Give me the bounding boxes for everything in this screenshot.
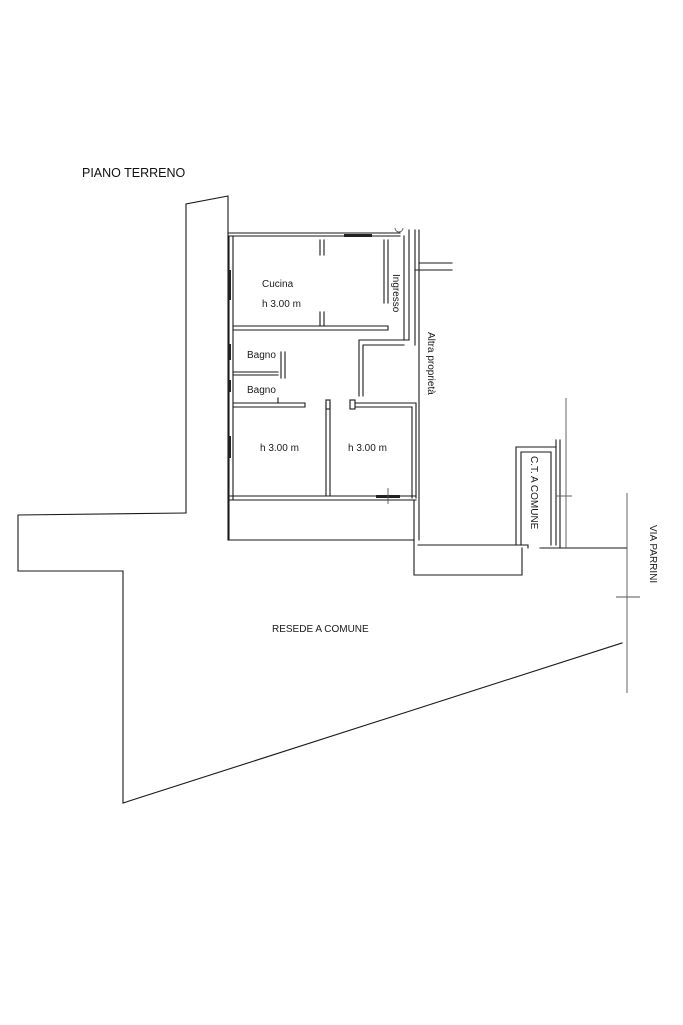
kitchen-height-label: h 3.00 m [262,299,301,310]
entrance-label: Ingresso [390,274,401,313]
street-line [616,493,640,693]
building-walls [228,229,453,541]
plan-title: PIANO TERRENO [82,166,186,180]
other-property-label: Altra proprietà [425,332,436,395]
windows [228,227,404,504]
boiler-room [515,398,572,549]
site-boundary [17,195,628,804]
interior-walls [232,239,389,497]
room-right-height-label: h 3.00 m [348,443,387,454]
kitchen-label: Cucina [262,279,294,290]
street-label: VIA PARRINI [647,525,658,583]
bathroom-2-label: Bagno [247,385,276,396]
room-left-height-label: h 3.00 m [260,443,299,454]
boiler-room-label: C.T. A COMUNE [528,456,539,530]
bathroom-1-label: Bagno [247,350,276,361]
shared-yard-label: RESEDE A COMUNE [272,624,369,635]
